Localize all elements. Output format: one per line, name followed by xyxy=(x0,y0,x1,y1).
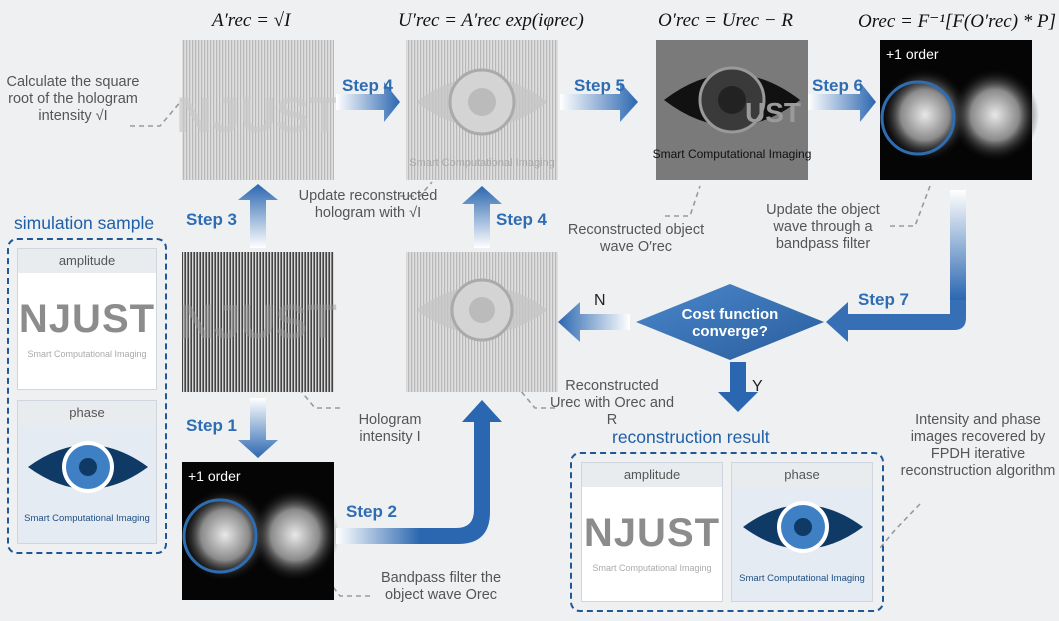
order-label-bottom: +1 order xyxy=(188,468,241,484)
equation-a-rec: A′rec = √I xyxy=(212,10,291,31)
equation-o-prime-rec: O′rec = Urec − R xyxy=(658,10,793,31)
simulation-sample-title: simulation sample xyxy=(14,213,155,233)
step-1: Step 1 xyxy=(186,416,238,435)
image-hologram-intensity: NJUST xyxy=(179,252,337,392)
decision-no-label: N xyxy=(594,292,606,309)
equation-o-rec: Orec = F⁻¹[F(O′rec) * P] xyxy=(858,11,1057,32)
decision-yes-label: Y xyxy=(752,378,763,395)
step-2: Step 2 xyxy=(346,502,398,521)
sim-amplitude-logo: NJUST xyxy=(18,297,156,341)
note-reconstructed-u: Reconstructed Urec with Orec and R xyxy=(549,378,675,428)
note-bandpass: Bandpass filter the object wave Orec xyxy=(380,570,502,603)
reconstruction-result-title: reconstruction result xyxy=(612,427,770,447)
step-4-top: Step 4 xyxy=(342,76,394,95)
note-update-object-wave: Update the object wave through a bandpas… xyxy=(766,202,880,252)
equation-u-rec: U′rec = A′rec exp(iφrec) xyxy=(398,10,584,31)
svg-text:UST: UST xyxy=(745,97,801,128)
decision-diamond xyxy=(636,284,824,360)
image-object-wave: UST Smart Computational Imaging xyxy=(653,40,812,180)
step-7: Step 7 xyxy=(858,290,910,309)
image-urec-top: Smart Computational Imaging xyxy=(406,40,558,180)
svg-text:NJUST: NJUST xyxy=(176,87,340,143)
image-hologram-sqrt: NJUST xyxy=(176,40,340,180)
res-amplitude-label: amplitude xyxy=(582,463,722,487)
res-phase-eye-icon xyxy=(743,501,863,553)
note-intensity-phase: Intensity and phase images recovered by … xyxy=(900,412,1056,479)
sim-amplitude-label: amplitude xyxy=(18,249,156,273)
res-amplitude-logo: NJUST xyxy=(583,511,721,555)
sim-amplitude-tile: amplitude NJUST Smart Computational Imag… xyxy=(17,248,157,390)
reconstruction-result-panel xyxy=(570,452,884,612)
svg-text:NJUST: NJUST xyxy=(179,296,336,349)
res-amplitude-tile: amplitude NJUST Smart Computational Imag… xyxy=(581,462,723,602)
res-phase-subtitle: Smart Computational Imaging xyxy=(739,573,865,584)
order-label-top: +1 order xyxy=(886,46,939,62)
note-reconstructed-object: Reconstructed object wave O′rec xyxy=(567,222,705,255)
leader-lines xyxy=(130,99,931,597)
sim-phase-tile: phase Smart Computational Imaging xyxy=(17,400,157,544)
res-phase-tile: phase Smart Computational Imaging xyxy=(731,462,873,602)
sim-phase-label: phase xyxy=(18,401,156,425)
note-hologram-intensity: Hologram intensity I xyxy=(358,412,422,445)
simulation-sample-panel xyxy=(7,238,167,554)
svg-text:Smart Computational Imaging: Smart Computational Imaging xyxy=(653,147,812,161)
step-4-middle: Step 4 xyxy=(496,210,548,229)
decision-text: Cost function converge? xyxy=(681,306,779,340)
step-3: Step 3 xyxy=(186,210,238,229)
sim-phase-subtitle: Smart Computational Imaging xyxy=(24,513,150,524)
arrows xyxy=(238,82,966,544)
note-update-hologram: Update reconstructed hologram with √I xyxy=(298,188,438,221)
svg-text:Smart Computational Imaging: Smart Computational Imaging xyxy=(409,157,555,169)
res-amplitude-subtitle: Smart Computational Imaging xyxy=(592,563,712,573)
image-urec-middle xyxy=(406,252,558,392)
image-orec-spectrum xyxy=(880,40,1039,180)
sim-amplitude-subtitle: Smart Computational Imaging xyxy=(27,349,147,359)
step-6: Step 6 xyxy=(812,76,864,95)
res-phase-label: phase xyxy=(732,463,872,487)
step-5: Step 5 xyxy=(574,76,626,95)
note-calc-sqrt: Calculate the square root of the hologra… xyxy=(6,74,140,124)
sim-phase-eye-icon xyxy=(28,441,148,493)
image-bottom-spectrum xyxy=(181,462,339,600)
